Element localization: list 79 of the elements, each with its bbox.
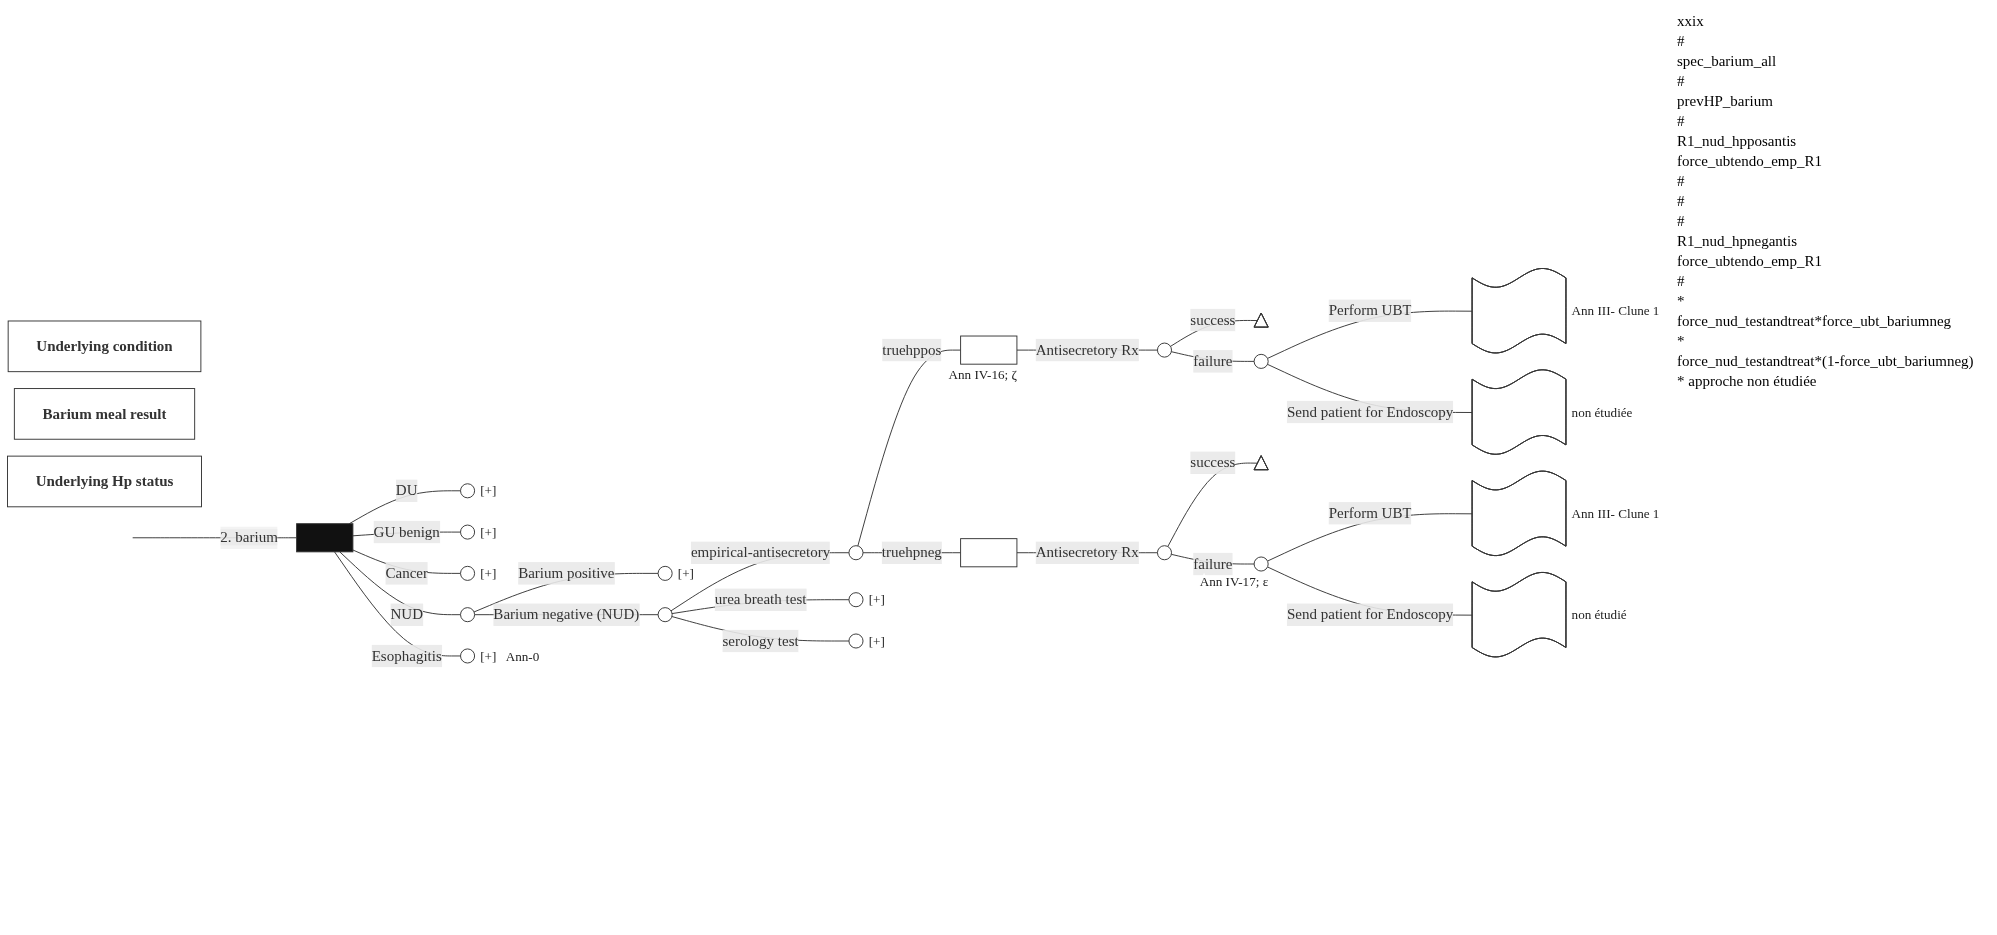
note-text: force_nud_testandtreat*(1-force_ubt_bariumneg) bbox=[1677, 353, 1975, 370]
annotation-text: non étudiée bbox=[1571, 404, 1633, 420]
edge-label: Send patient for Endoscopy bbox=[1286, 403, 1454, 420]
annotation-text: [+] bbox=[480, 524, 497, 540]
node-circle bbox=[460, 524, 476, 540]
note-text: # bbox=[1677, 73, 1686, 90]
edge-label: urea breath test bbox=[714, 590, 807, 607]
edge-label: failure bbox=[1193, 555, 1233, 572]
connector bbox=[857, 349, 962, 547]
edge-label: Antisecretory Rx bbox=[1035, 341, 1139, 358]
note-text: # bbox=[1677, 213, 1686, 230]
edge-label: serology test bbox=[722, 632, 799, 649]
note-text: # bbox=[1677, 273, 1686, 290]
annotation-text: [+] bbox=[480, 648, 497, 664]
node-circle bbox=[460, 648, 476, 664]
node-circle bbox=[657, 606, 673, 622]
edge-label: Cancer bbox=[385, 564, 428, 581]
edge-label: empirical-antisecretory bbox=[690, 543, 831, 560]
note-text: force_ubtendo_emp_R1 bbox=[1677, 253, 1823, 270]
note-text: R1_nud_hpnegantis bbox=[1677, 233, 1798, 250]
note-text: R1_nud_hpposantis bbox=[1677, 133, 1798, 150]
edge-label: DU bbox=[395, 481, 418, 498]
edge-label: truehppos bbox=[882, 341, 942, 358]
edge-label: Send patient for Endoscopy bbox=[1286, 605, 1454, 622]
edge-label: truehpneg bbox=[881, 543, 942, 560]
node-circle bbox=[848, 591, 864, 607]
annotation-text: Ann-0 bbox=[505, 648, 540, 664]
edge-label: Barium positive bbox=[518, 564, 615, 581]
annotation-text: [+] bbox=[480, 483, 497, 499]
edge-label: NUD bbox=[390, 605, 423, 622]
edge-label: GU benign bbox=[373, 523, 440, 540]
note-text: spec_barium_all bbox=[1677, 53, 1778, 70]
node-box bbox=[960, 335, 1018, 365]
node-box bbox=[296, 522, 354, 552]
note-text: xxix bbox=[1677, 13, 1705, 30]
node-box: Barium meal result bbox=[13, 387, 196, 440]
node-circle bbox=[460, 482, 476, 498]
edge-label: Perform UBT bbox=[1328, 301, 1412, 318]
node-circle bbox=[460, 606, 476, 622]
note-text: # bbox=[1677, 173, 1686, 190]
annotation-text: Ann IV-16; ζ bbox=[948, 366, 1017, 382]
connector bbox=[348, 489, 461, 524]
note-text: # bbox=[1677, 113, 1686, 130]
edge-label: Antisecretory Rx bbox=[1035, 543, 1139, 560]
connector bbox=[670, 551, 850, 611]
edge-label: Esophagitis bbox=[371, 647, 442, 664]
edge-label: success bbox=[1190, 311, 1236, 328]
annotation-text: Ann IV-17; ε bbox=[1199, 573, 1269, 589]
edge-label: Barium negative (NUD) bbox=[493, 605, 640, 622]
note-text: * bbox=[1677, 333, 1686, 350]
annotation-text: [+] bbox=[480, 565, 497, 581]
node-circle bbox=[460, 565, 476, 581]
note-text: prevHP_barium bbox=[1677, 93, 1774, 110]
note-text: # bbox=[1677, 193, 1686, 210]
annotation-text: non étudié bbox=[1571, 607, 1627, 622]
annotation-text: Ann III- Clune 1 bbox=[1571, 505, 1660, 521]
node-circle bbox=[1157, 342, 1172, 358]
annotation-text: [+] bbox=[677, 565, 694, 581]
edge-label: Perform UBT bbox=[1328, 504, 1412, 521]
annotation-text: [+] bbox=[868, 592, 885, 608]
node-circle bbox=[848, 633, 864, 649]
node-box: Underlying Hp status bbox=[7, 455, 202, 507]
node-box: Underlying condition bbox=[7, 320, 202, 372]
node-circle bbox=[657, 565, 673, 581]
note-text: * approche non étudiée bbox=[1677, 373, 1818, 390]
node-circle bbox=[1157, 544, 1172, 560]
note-text: * bbox=[1677, 293, 1686, 310]
annotation-text: [+] bbox=[868, 633, 885, 649]
annotation-text: Ann III- Clune 1 bbox=[1571, 303, 1660, 319]
node-circle bbox=[1253, 353, 1269, 369]
node-circle bbox=[848, 544, 864, 560]
note-text: # bbox=[1677, 33, 1686, 50]
edge-label: failure bbox=[1193, 352, 1233, 369]
node-circle bbox=[1253, 556, 1269, 572]
edge-label: success bbox=[1190, 453, 1236, 470]
note-text: force_nud_testandtreat*force_ubt_bariumneg bbox=[1677, 313, 1953, 330]
note-text: force_ubtendo_emp_R1 bbox=[1677, 153, 1823, 170]
node-box bbox=[960, 537, 1018, 567]
edge-label: 2. barium bbox=[220, 528, 278, 545]
